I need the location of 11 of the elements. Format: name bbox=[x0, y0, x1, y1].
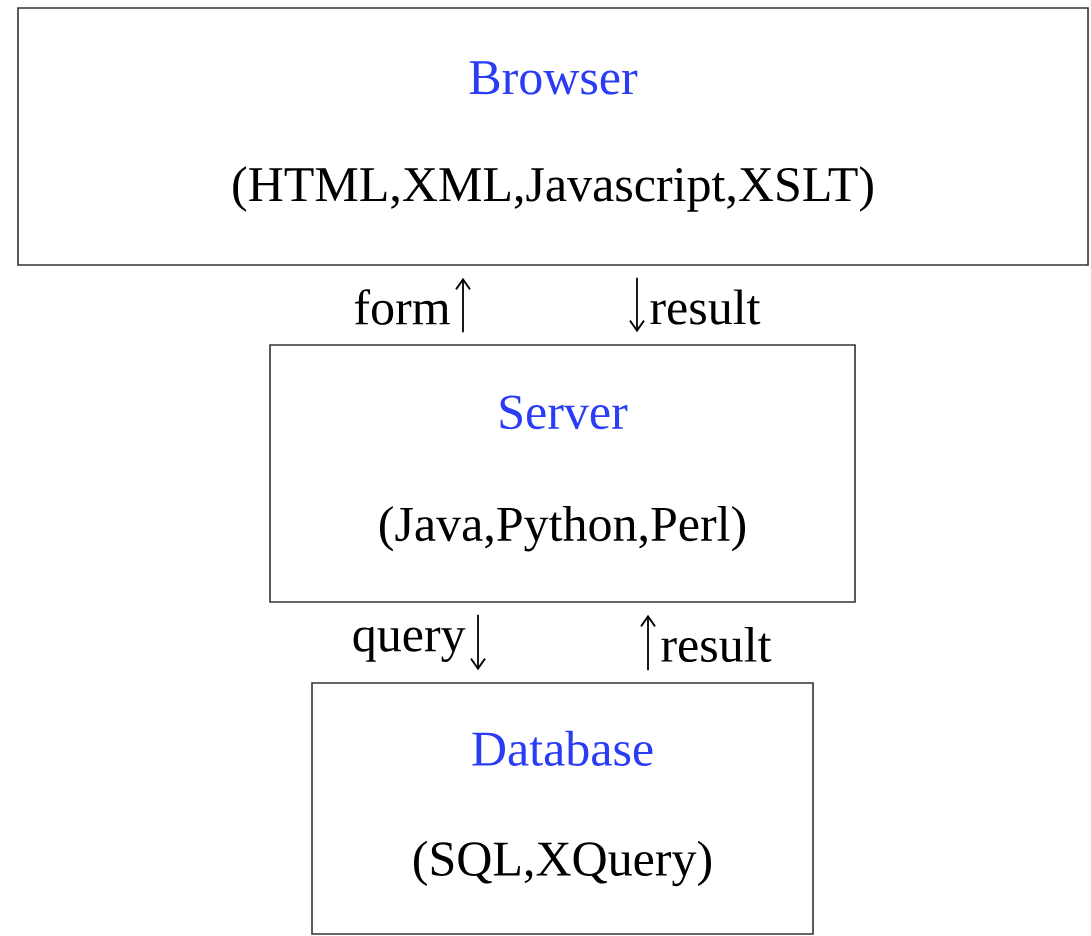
box: Browser (HTML,XML,Javascript,XSLT) bbox=[17, 7, 1089, 266]
edge-label: result bbox=[650, 289, 761, 325]
arrow bbox=[455, 277, 471, 334]
box: Server (Java,Python,Perl) bbox=[269, 344, 856, 603]
arrow bbox=[470, 613, 486, 671]
edge-label: result bbox=[661, 626, 772, 663]
arrow bbox=[629, 276, 645, 333]
box: Database (SQL,XQuery) bbox=[311, 682, 814, 935]
edge-label: query bbox=[353, 627, 466, 662]
edge-label: form bbox=[354, 289, 450, 325]
arrow bbox=[640, 614, 656, 672]
